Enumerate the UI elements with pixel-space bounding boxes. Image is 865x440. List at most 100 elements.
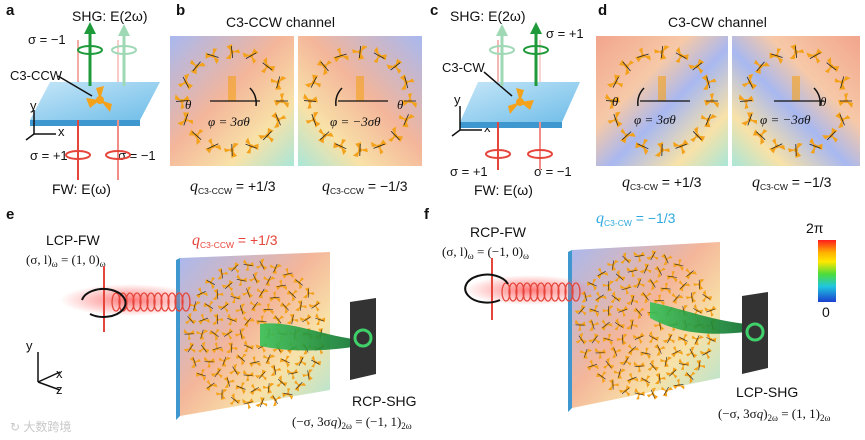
nanostructure-icon — [183, 342, 196, 354]
nanostructure-icon — [263, 276, 276, 286]
nanostructure-icon — [205, 379, 218, 392]
nanostructure-icon — [789, 43, 805, 60]
nanostructure-icon — [269, 394, 282, 407]
circular-polarization-icon — [105, 150, 131, 160]
nanostructure-icon — [210, 367, 223, 379]
panel-letter-a: a — [6, 2, 15, 19]
axis-x-a: x — [58, 124, 65, 139]
nanostructure-icon — [661, 253, 673, 266]
helix-loop — [529, 282, 539, 302]
sigma-bottom-left-a: σ = +1 — [30, 148, 68, 163]
nanostructure-icon — [769, 138, 786, 154]
panel-letter-c: c — [430, 2, 439, 19]
nanostructure-icon — [217, 301, 230, 313]
nanostructure-icon — [189, 59, 206, 75]
phi-label-b-right: φ = −3σθ — [330, 114, 381, 129]
nanostructure-icon — [654, 265, 666, 278]
input-state-f: (σ, l)ω = (−1, 0)ω — [442, 244, 529, 261]
nanostructure-icon — [305, 111, 321, 128]
c3-cw-structure-icon-c — [508, 88, 534, 114]
structure-label-a: C3-CCW — [10, 68, 62, 83]
nanostructure-icon — [399, 74, 415, 90]
helix-loop — [522, 282, 532, 302]
panel-e-schematic — [37, 252, 376, 420]
nanostructure-icon — [620, 252, 632, 264]
nanostructure-icon — [693, 278, 705, 291]
nanostructure-icon — [741, 112, 758, 126]
helix-loop — [501, 282, 511, 302]
rotation-arrow-icon — [464, 273, 509, 304]
nanostructure-icon — [610, 346, 622, 359]
input-state-e: (σ, l)ω = (1, 0)ω — [26, 252, 106, 269]
axis-y-e: y — [26, 338, 33, 353]
nanostructure-rings-d — [605, 43, 853, 159]
phi-label-b-left: φ = 3σθ — [208, 114, 250, 129]
nanostructure-icon — [627, 344, 640, 356]
helix-loop — [508, 282, 518, 302]
nanostructure-icon — [223, 376, 235, 388]
nanostructure-icon — [279, 355, 290, 368]
nanostructure-icon — [660, 282, 672, 295]
nanostructure-icon — [221, 280, 234, 292]
nanostructure-icon — [607, 259, 619, 271]
nanostructure-icon — [217, 267, 229, 280]
nanostructure-icon — [693, 359, 706, 371]
nanostructure-icon — [606, 74, 623, 88]
nanostructure-icon — [678, 358, 690, 370]
nanostructure-icon — [607, 378, 620, 391]
nanostructure-icon — [260, 57, 276, 74]
nanostructure-icon — [634, 47, 651, 63]
nanostructure-icon — [587, 333, 600, 345]
nanostructure-icon — [294, 380, 307, 392]
nanostructure-icon — [614, 318, 625, 331]
q-value-b-left: qC3-CCW = +1/3 — [190, 178, 276, 196]
nanostructure-icon — [243, 259, 254, 271]
phi-label-d-left: φ = 3σθ — [634, 112, 676, 127]
nanostructure-icon — [607, 111, 623, 128]
output-state-e: (−σ, 3σq)2ω = (−1, 1)2ω — [292, 414, 412, 431]
nanostructure-icon — [639, 263, 652, 274]
nanostructure-icon — [806, 48, 823, 64]
nanostructure-icon — [654, 45, 670, 60]
nanostructure-icon — [654, 343, 666, 356]
nanostructure-icon — [262, 382, 275, 394]
watermark-logo-icon: ↻ — [10, 420, 24, 434]
c3-ccw-structure-icon-a — [86, 86, 112, 112]
nanostructure-icon — [177, 73, 193, 90]
nanostructure-icon — [287, 368, 299, 380]
nanostructure-icon — [282, 388, 294, 400]
sigma-top-c: σ = +1 — [546, 26, 584, 41]
nanostructure-icon — [221, 328, 234, 340]
nanostructure-icon — [575, 332, 588, 345]
nanostructure-icon — [197, 313, 210, 325]
nanostructure-icon — [198, 341, 210, 354]
nanostructure-icon — [691, 335, 704, 346]
q-value-f: qC3-CW = −1/3 — [596, 210, 676, 228]
helix-loop — [550, 282, 560, 302]
nanostructure-icon — [838, 93, 853, 108]
nanostructure-icon — [685, 267, 697, 280]
nanostructure-icon — [769, 48, 783, 65]
output-label-e: RCP-SHG — [352, 393, 417, 409]
nanostructure-icon — [699, 347, 712, 360]
nanostructure-icon — [625, 319, 638, 330]
panel-f-schematic — [464, 242, 768, 412]
nanostructure-icon — [234, 328, 246, 341]
q-value-d-left: qC3-CW = +1/3 — [622, 174, 702, 192]
panel-letter-d: d — [598, 2, 608, 19]
nanostructure-icon — [274, 93, 289, 108]
pointer-arrow-a — [57, 75, 93, 97]
nanostructure-icon — [315, 313, 326, 326]
nanostructure-icon — [647, 359, 659, 372]
nanostructure-icon — [662, 333, 675, 344]
nanostructure-icon — [654, 372, 666, 385]
nanostructure-icon — [648, 330, 659, 344]
helix-loop — [515, 282, 525, 302]
nanostructure-icon — [373, 46, 387, 63]
nanostructure-icon — [588, 319, 600, 331]
nanostructure-icon — [236, 274, 247, 286]
nanostructure-icon — [203, 356, 216, 368]
nanostructure-icon — [286, 289, 298, 302]
fw-label-a: FW: E(ω) — [52, 181, 111, 197]
helix-loop — [543, 282, 553, 302]
